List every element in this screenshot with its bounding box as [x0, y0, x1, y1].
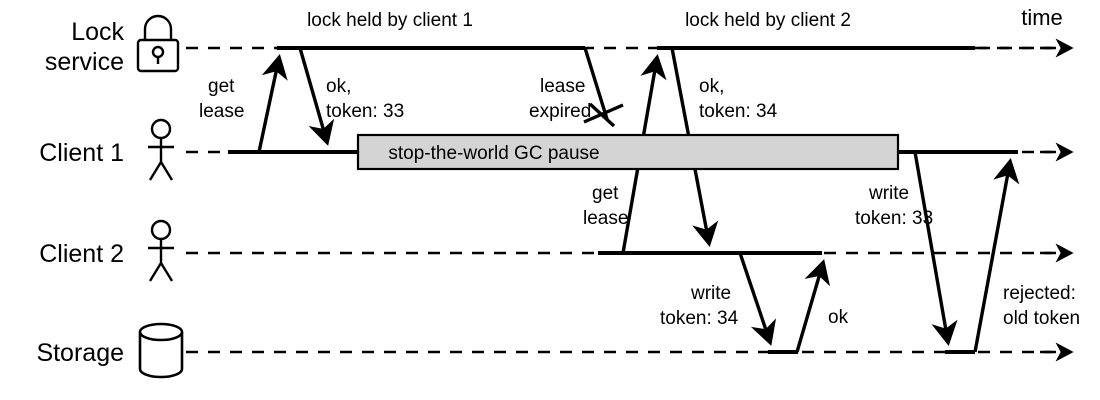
lane-label-storage: Storage	[36, 339, 124, 367]
arrow-ok-token-33	[298, 47, 335, 146]
stop-the-world-gc-pause-box: stop-the-world GC pause	[356, 133, 900, 171]
msg-label-write-token-34-line1: write	[690, 283, 731, 304]
msg-label-get-lease-2-line1: get	[592, 183, 619, 204]
database-cylinder-icon	[138, 322, 184, 379]
msg-label-rejected-old-token: rejected: old token	[1003, 283, 1080, 329]
msg-label-ok-token-34-line1: ok,	[699, 76, 724, 97]
msg-label-ok-token-33: ok, token: 33	[326, 76, 404, 122]
msg-label-write-token-33-line1: write	[868, 183, 909, 204]
msg-label-lease-expired-line2: expired	[529, 101, 591, 122]
phase-label-lock-held-client-1: lock held by client 1	[307, 10, 473, 31]
arrow-write-token-33	[913, 151, 958, 347]
padlock-icon	[136, 14, 180, 73]
lane-label-client-1: Client 1	[39, 139, 124, 167]
msg-label-write-token-34: write token: 34	[660, 283, 739, 329]
msg-label-get-lease-2-line2: lease	[583, 208, 628, 229]
msg-label-get-lease-1: get lease	[199, 76, 244, 122]
msg-label-ok-storage: ok	[828, 307, 849, 328]
msg-label-get-lease-2: get lease	[583, 183, 628, 229]
msg-label-write-token-33-line2: token: 33	[855, 208, 933, 229]
lane-lock-service: Lock service	[45, 14, 1074, 76]
stick-figure-icon-client-2	[148, 219, 174, 282]
arrow-lease-expired	[583, 47, 609, 120]
phase-label-lock-held-client-2: lock held by client 2	[685, 10, 851, 31]
msg-label-ok-token-34: ok, token: 34	[699, 76, 778, 122]
stick-figure-icon-client-1	[148, 118, 174, 181]
msg-label-lease-expired: lease expired	[529, 76, 591, 122]
msg-label-ok-storage-line1: ok	[828, 307, 849, 328]
gc-pause-rect	[356, 133, 900, 171]
arrow-write-token-34	[738, 252, 777, 346]
msg-label-write-token-34-line2: token: 34	[660, 308, 739, 329]
msg-label-lease-expired-line1: lease	[540, 76, 585, 97]
lease-expired-cross-icon	[583, 102, 624, 128]
lane-client-2: Client 2	[39, 219, 1074, 282]
lane-label-lock-service-line1: Lock	[71, 18, 124, 46]
msg-label-ok-token-34-line2: token: 34	[699, 101, 778, 122]
msg-label-rejected-old-token-line1: rejected:	[1003, 283, 1076, 304]
lane-label-lock-service-line2: service	[45, 48, 124, 76]
msg-label-ok-token-33-line2: token: 33	[326, 101, 404, 122]
gc-pause-label: stop-the-world GC pause	[388, 143, 599, 164]
time-axis-label: time	[1021, 5, 1063, 30]
arrow-get-lease-1	[257, 54, 288, 153]
arrow-ok-storage	[795, 259, 831, 353]
arrow-rejected-old-token	[973, 157, 1020, 353]
lane-storage: Storage	[36, 322, 1074, 379]
lane-label-client-2: Client 2	[39, 240, 124, 268]
msg-label-get-lease-1-line1: get	[208, 76, 235, 97]
msg-label-write-token-33: write token: 33	[855, 183, 933, 229]
msg-label-rejected-old-token-line2: old token	[1003, 308, 1080, 329]
msg-label-ok-token-33-line1: ok,	[326, 76, 351, 97]
msg-label-get-lease-1-line2: lease	[199, 101, 244, 122]
